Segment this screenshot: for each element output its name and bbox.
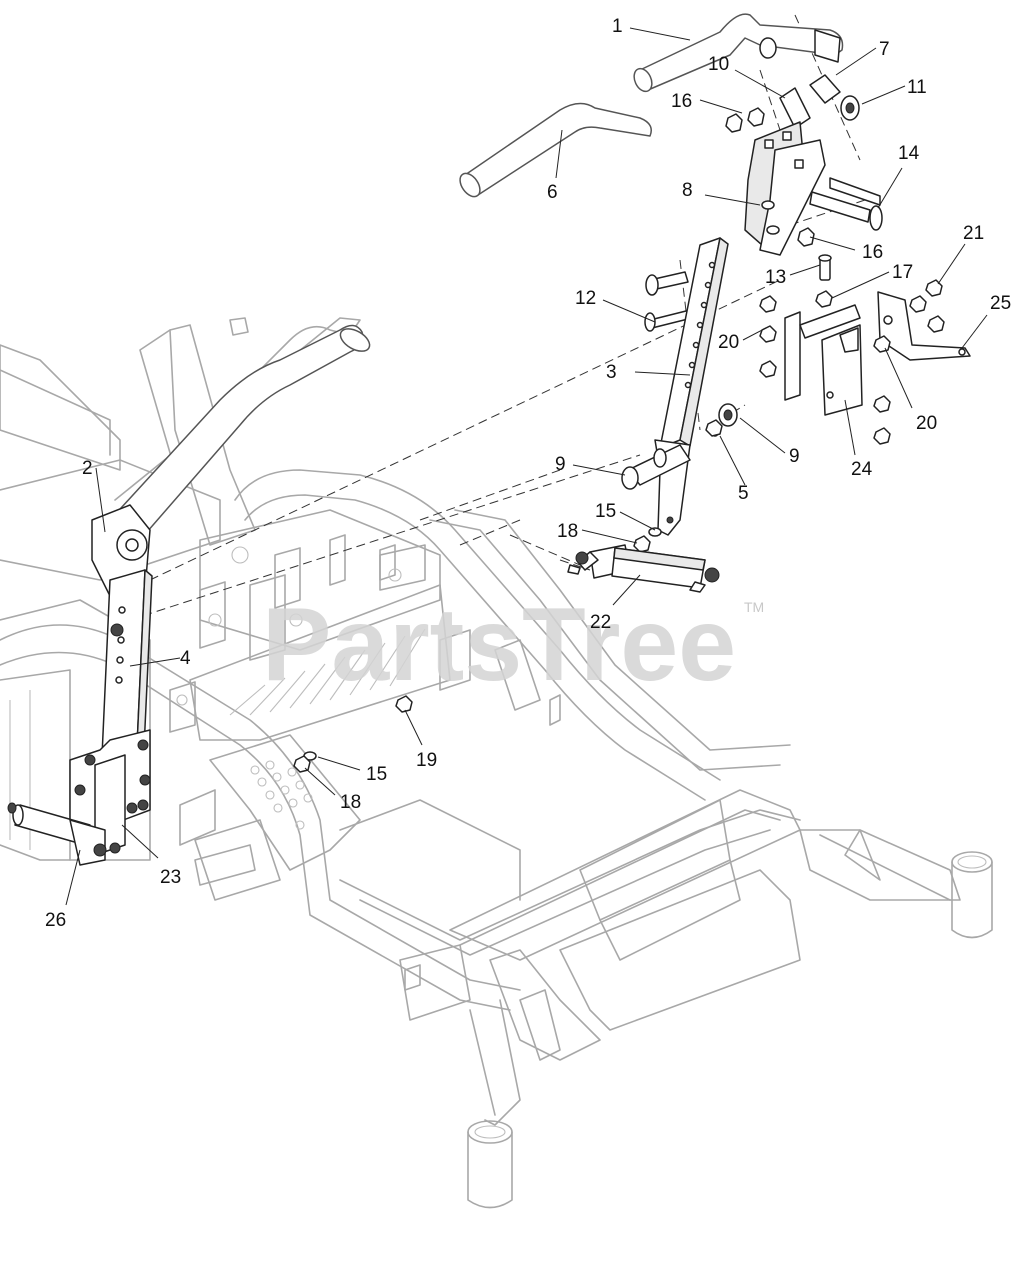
callout-10: 10	[708, 54, 729, 75]
callout-20a: 20	[718, 332, 739, 353]
leader-lines	[65, 27, 988, 906]
assembly-guide-lines	[129, 14, 881, 621]
exploded-parts	[293, 13, 971, 773]
callout-13: 13	[765, 267, 786, 288]
watermark-trademark: TM	[744, 599, 764, 615]
callout-5: 5	[738, 483, 749, 504]
callout-labels: 1 2 3 4 5 6 7 8 9 9 10 11 12 13 14 15 15…	[45, 16, 1011, 931]
callout-12: 12	[575, 288, 596, 309]
callout-19: 19	[416, 750, 437, 771]
callout-21: 21	[963, 223, 984, 244]
callout-2: 2	[82, 458, 93, 479]
callout-18a: 18	[557, 521, 578, 542]
callout-8: 8	[682, 180, 693, 201]
callout-18b: 18	[340, 792, 361, 813]
callout-20b: 20	[916, 413, 937, 434]
callout-11: 11	[907, 77, 927, 98]
callout-9a: 9	[555, 454, 566, 475]
callout-15a: 15	[595, 501, 616, 522]
callout-26: 26	[45, 910, 66, 931]
callout-3: 3	[606, 362, 617, 383]
watermark-text: PartsTree	[262, 587, 736, 703]
callout-6: 6	[547, 182, 558, 203]
callout-17: 17	[892, 262, 913, 283]
part-6-handle	[464, 102, 652, 196]
callout-25: 25	[990, 293, 1011, 314]
callout-15b: 15	[366, 764, 387, 785]
callout-16b: 16	[862, 242, 883, 263]
part-22-damper	[567, 544, 720, 593]
callout-1: 1	[612, 16, 623, 37]
callout-24: 24	[851, 459, 873, 480]
callout-4: 4	[180, 648, 191, 669]
part-24-bracket	[784, 311, 801, 401]
part-1-handle	[639, 13, 844, 91]
callout-9b: 9	[789, 446, 800, 467]
callout-22: 22	[590, 612, 611, 633]
left-lever-assembly	[7, 324, 371, 866]
callout-16a: 16	[671, 91, 692, 112]
callout-14: 14	[898, 143, 920, 164]
callout-23: 23	[160, 867, 181, 888]
callout-7: 7	[879, 39, 890, 60]
